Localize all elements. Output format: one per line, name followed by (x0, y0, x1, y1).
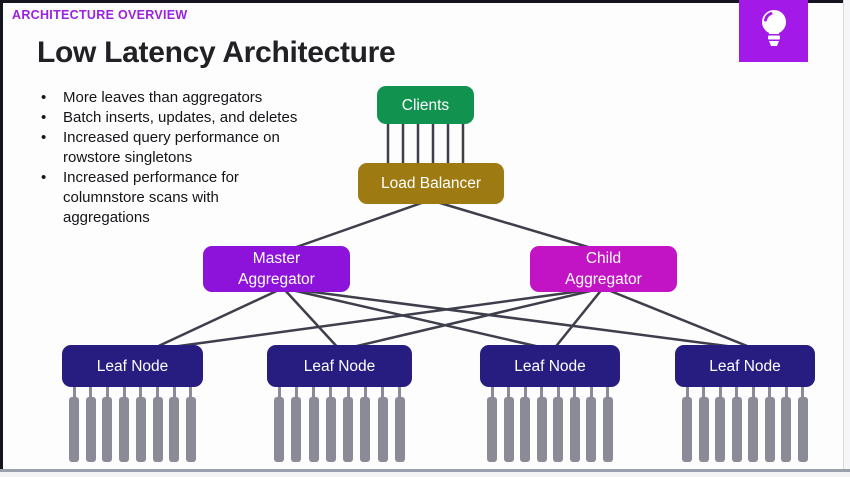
leaf-prong (343, 387, 354, 464)
load-balancer-node: Load Balancer (358, 163, 504, 204)
leaf-prong (748, 387, 759, 464)
leaf-prong (731, 387, 742, 464)
leaf-prong (586, 387, 597, 464)
leaf-prong (308, 387, 319, 464)
leaf-prong (764, 387, 775, 464)
page-title: Low Latency Architecture (37, 36, 396, 69)
leaf-node: Leaf Node (267, 345, 412, 387)
leaf-prong (360, 387, 371, 464)
leaf-prong (102, 387, 113, 464)
leaf-prong (69, 387, 79, 464)
leaf-prong (698, 387, 709, 464)
bullet-marker: • (41, 169, 47, 186)
leaf-prongs (480, 387, 620, 464)
leaf-prong (487, 387, 497, 464)
leaf-prongs (267, 387, 412, 464)
clients-node: Clients (377, 86, 474, 124)
right-edge-line (843, 0, 844, 477)
leaf-prong (152, 387, 163, 464)
lightbulb-icon (755, 7, 793, 56)
bullet-text: Increased query performance on rowstore … (63, 129, 280, 166)
leaf-prong (291, 387, 302, 464)
leaf-prong (274, 387, 284, 464)
leaf-prong (85, 387, 96, 464)
bottom-strip (0, 472, 850, 477)
section-kicker: ARCHITECTURE OVERVIEW (12, 8, 188, 22)
left-edge (0, 0, 3, 477)
leaf-node: Leaf Node (62, 345, 203, 387)
leaf-prong (185, 387, 196, 464)
list-item: • Increased performance for columnstore … (41, 168, 341, 228)
leaf-prong (553, 387, 564, 464)
leaf-prong (797, 387, 808, 464)
leaf-prong (377, 387, 388, 464)
leaf-prong (536, 387, 547, 464)
leaf-prong (569, 387, 580, 464)
list-item: • More leaves than aggregators (41, 88, 341, 108)
leaf-node: Leaf Node (675, 345, 815, 387)
leaf-prong (169, 387, 180, 464)
lightbulb-tile (739, 0, 808, 62)
bullet-marker: • (41, 109, 47, 126)
top-edge (0, 0, 850, 3)
leaf-prong (520, 387, 531, 464)
leaf-prong (781, 387, 792, 464)
leaf-prong (715, 387, 726, 464)
list-item: • Batch inserts, updates, and deletes (41, 108, 341, 128)
leaf-prong (135, 387, 146, 464)
right-edge-strip (844, 0, 850, 477)
bullet-text: Increased performance for columnstore sc… (63, 169, 239, 226)
child-aggregator-node: Child Aggregator (530, 246, 677, 292)
bullet-text: More leaves than aggregators (63, 89, 263, 106)
bullet-marker: • (41, 89, 47, 106)
leaf-prongs (675, 387, 815, 464)
leaf-prong (503, 387, 514, 464)
leaf-node: Leaf Node (480, 345, 620, 387)
leaf-prong (119, 387, 130, 464)
leaf-prongs (62, 387, 203, 464)
bullet-text: Batch inserts, updates, and deletes (63, 109, 298, 126)
bullet-list: • More leaves than aggregators • Batch i… (41, 88, 341, 228)
bullet-marker: • (41, 129, 47, 146)
leaf-prong (682, 387, 692, 464)
leaf-prong (325, 387, 336, 464)
leaf-prong (602, 387, 613, 464)
master-aggregator-node: Master Aggregator (203, 246, 350, 292)
leaf-prong (394, 387, 405, 464)
list-item: • Increased query performance on rowstor… (41, 128, 341, 168)
bottom-divider-line (0, 469, 850, 472)
